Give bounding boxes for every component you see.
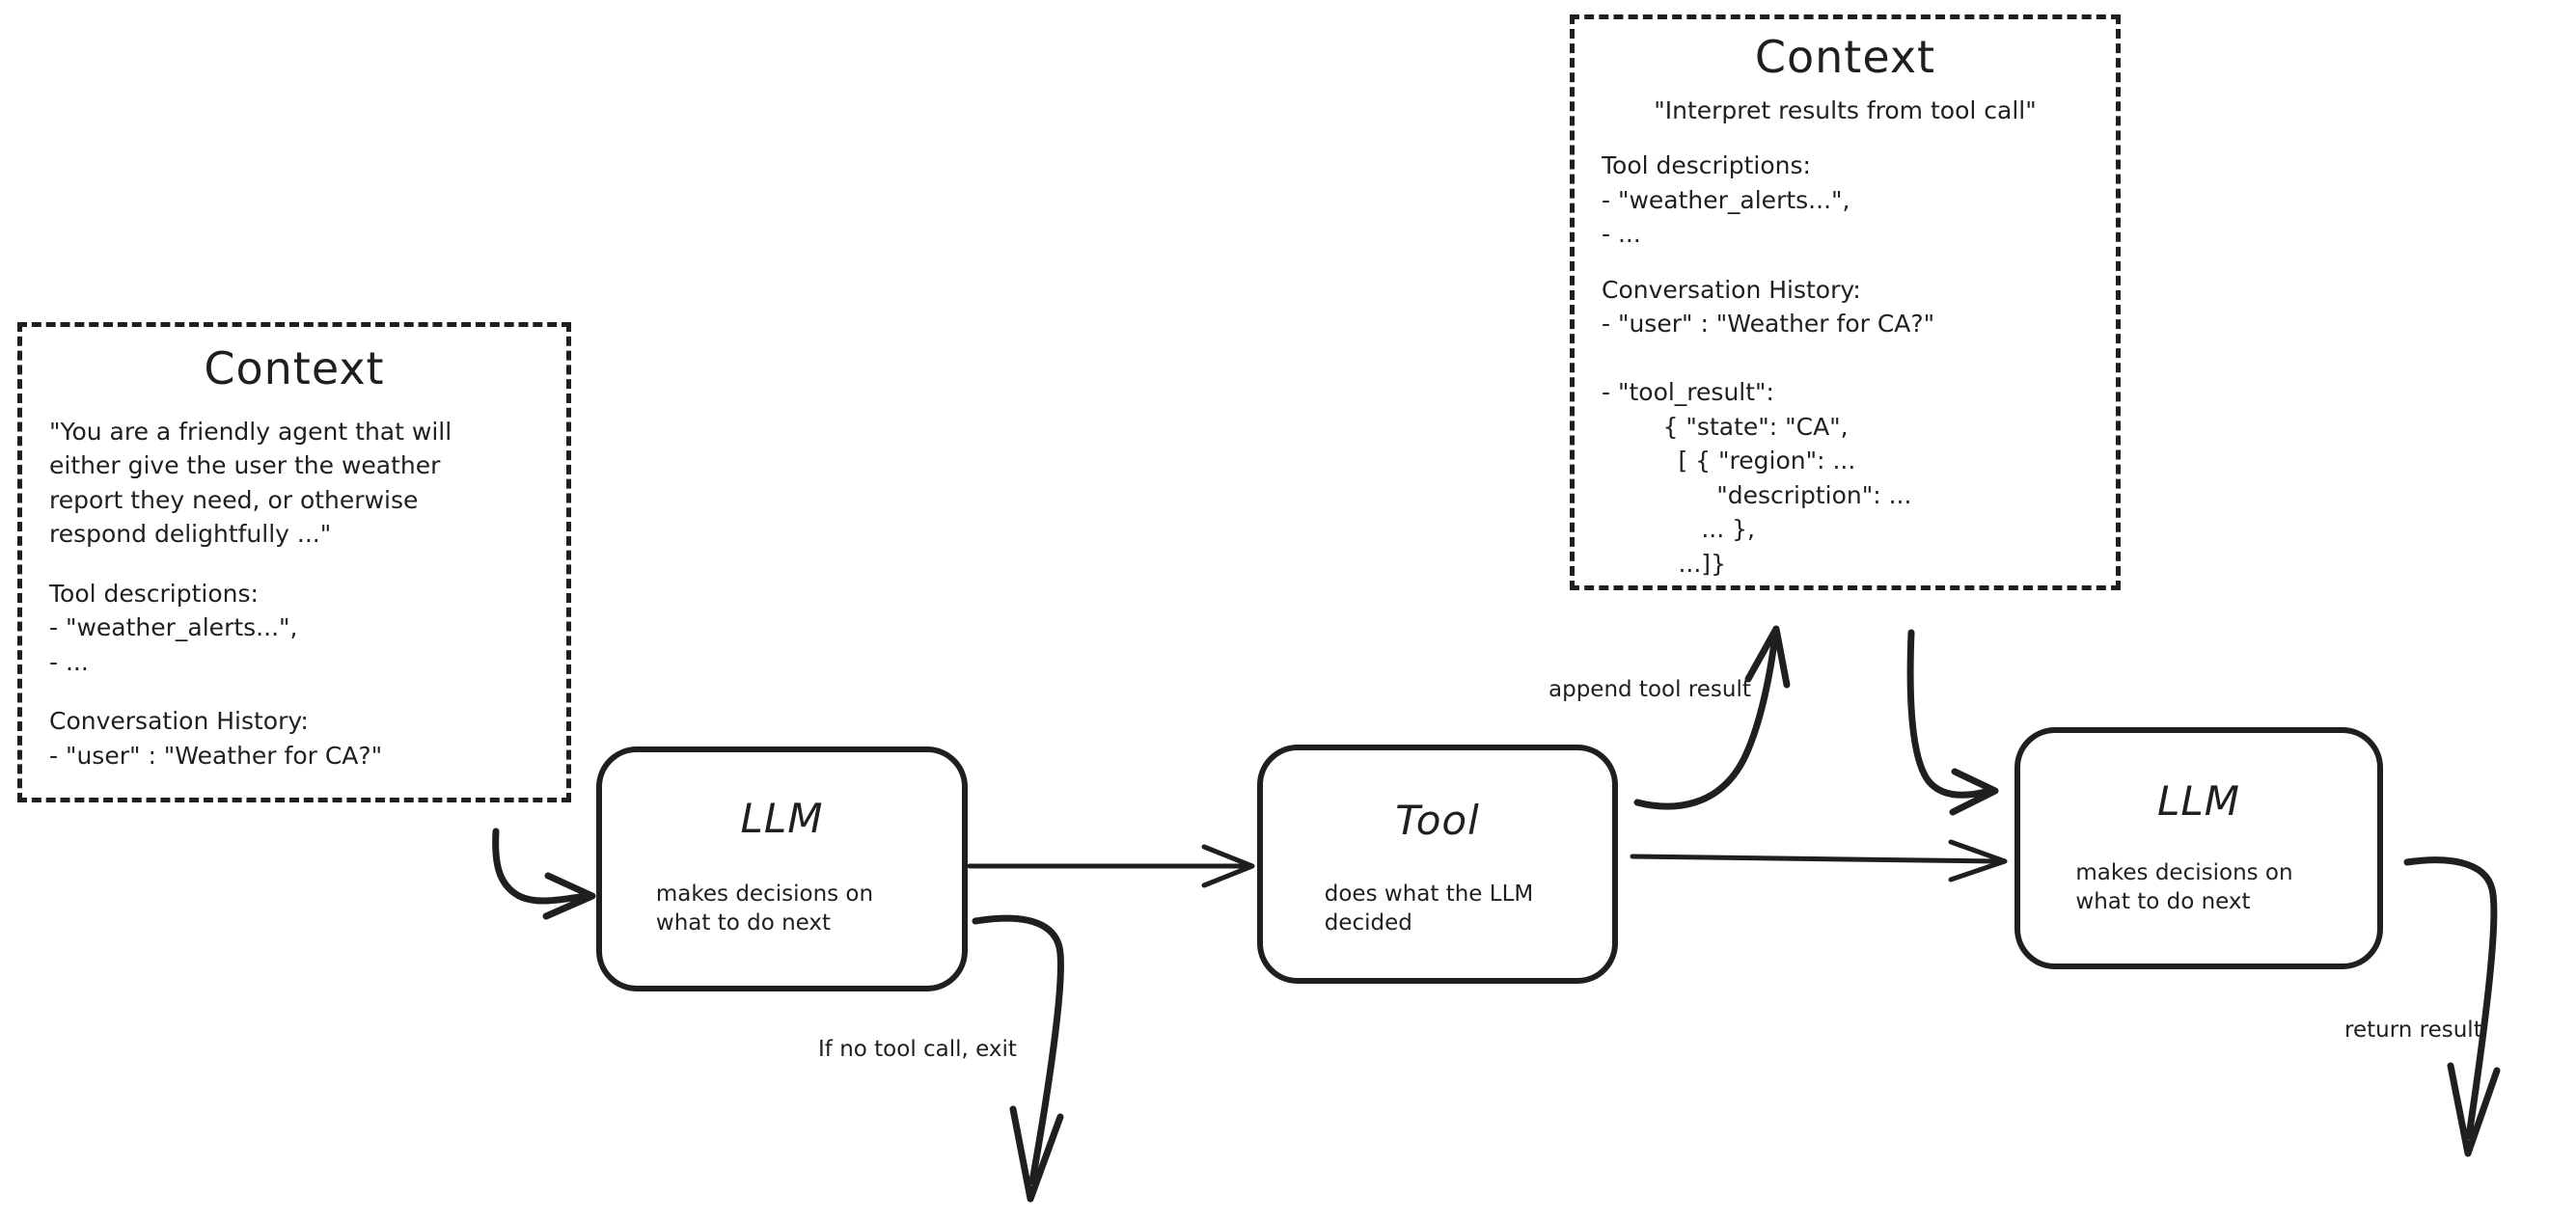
node-llm-first: LLM makes decisions on what to do next: [596, 746, 968, 991]
arrow-llm1-to-tool: [967, 844, 1255, 888]
context-left-tool-descriptions: Tool descriptions: - "weather_alerts..."…: [49, 579, 298, 676]
context-right-tool-descriptions: Tool descriptions: - "weather_alerts..."…: [1602, 151, 1850, 249]
node-llm-second-subtitle: makes decisions on what to do next: [2075, 860, 2293, 915]
arrow-llm2-return-result: [2403, 856, 2501, 1157]
node-llm-first-subtitle: makes decisions on what to do next: [655, 882, 874, 936]
context-right-title: Context: [1754, 31, 1936, 83]
edge-label-return-result: return result: [2344, 1018, 2482, 1043]
arrow-context-right-to-llm2: [1906, 629, 1999, 816]
node-llm-first-title: LLM: [740, 795, 824, 842]
arrow-tool-to-context-right: [1633, 625, 1791, 810]
node-tool-title: Tool: [1395, 797, 1480, 844]
node-llm-second-title: LLM: [2156, 777, 2241, 825]
arrow-context-to-llm1: [492, 828, 596, 920]
node-tool-subtitle: does what the LLM decided: [1324, 882, 1534, 936]
context-left-title: Context: [204, 342, 385, 394]
context-box-left: Context "You are a friendly agent that w…: [17, 322, 571, 802]
context-left-system-prompt: "You are a friendly agent that will eith…: [49, 417, 452, 549]
context-right-conversation-history: Conversation History: - "user" : "Weathe…: [1602, 275, 1935, 578]
edge-label-append-tool-result: append tool result: [1548, 677, 1751, 702]
context-left-conversation-history: Conversation History: - "user" : "Weathe…: [49, 707, 383, 770]
context-box-right: Context "Interpret results from tool cal…: [1570, 14, 2121, 590]
node-tool: Tool does what the LLM decided: [1257, 745, 1618, 984]
edge-label-if-no-tool-call-exit: If no tool call, exit: [818, 1037, 1017, 1062]
node-llm-second: LLM makes decisions on what to do next: [2014, 727, 2383, 969]
arrow-tool-to-llm2: [1630, 839, 2008, 882]
context-right-system-prompt: "Interpret results from tool call": [1654, 95, 2037, 124]
